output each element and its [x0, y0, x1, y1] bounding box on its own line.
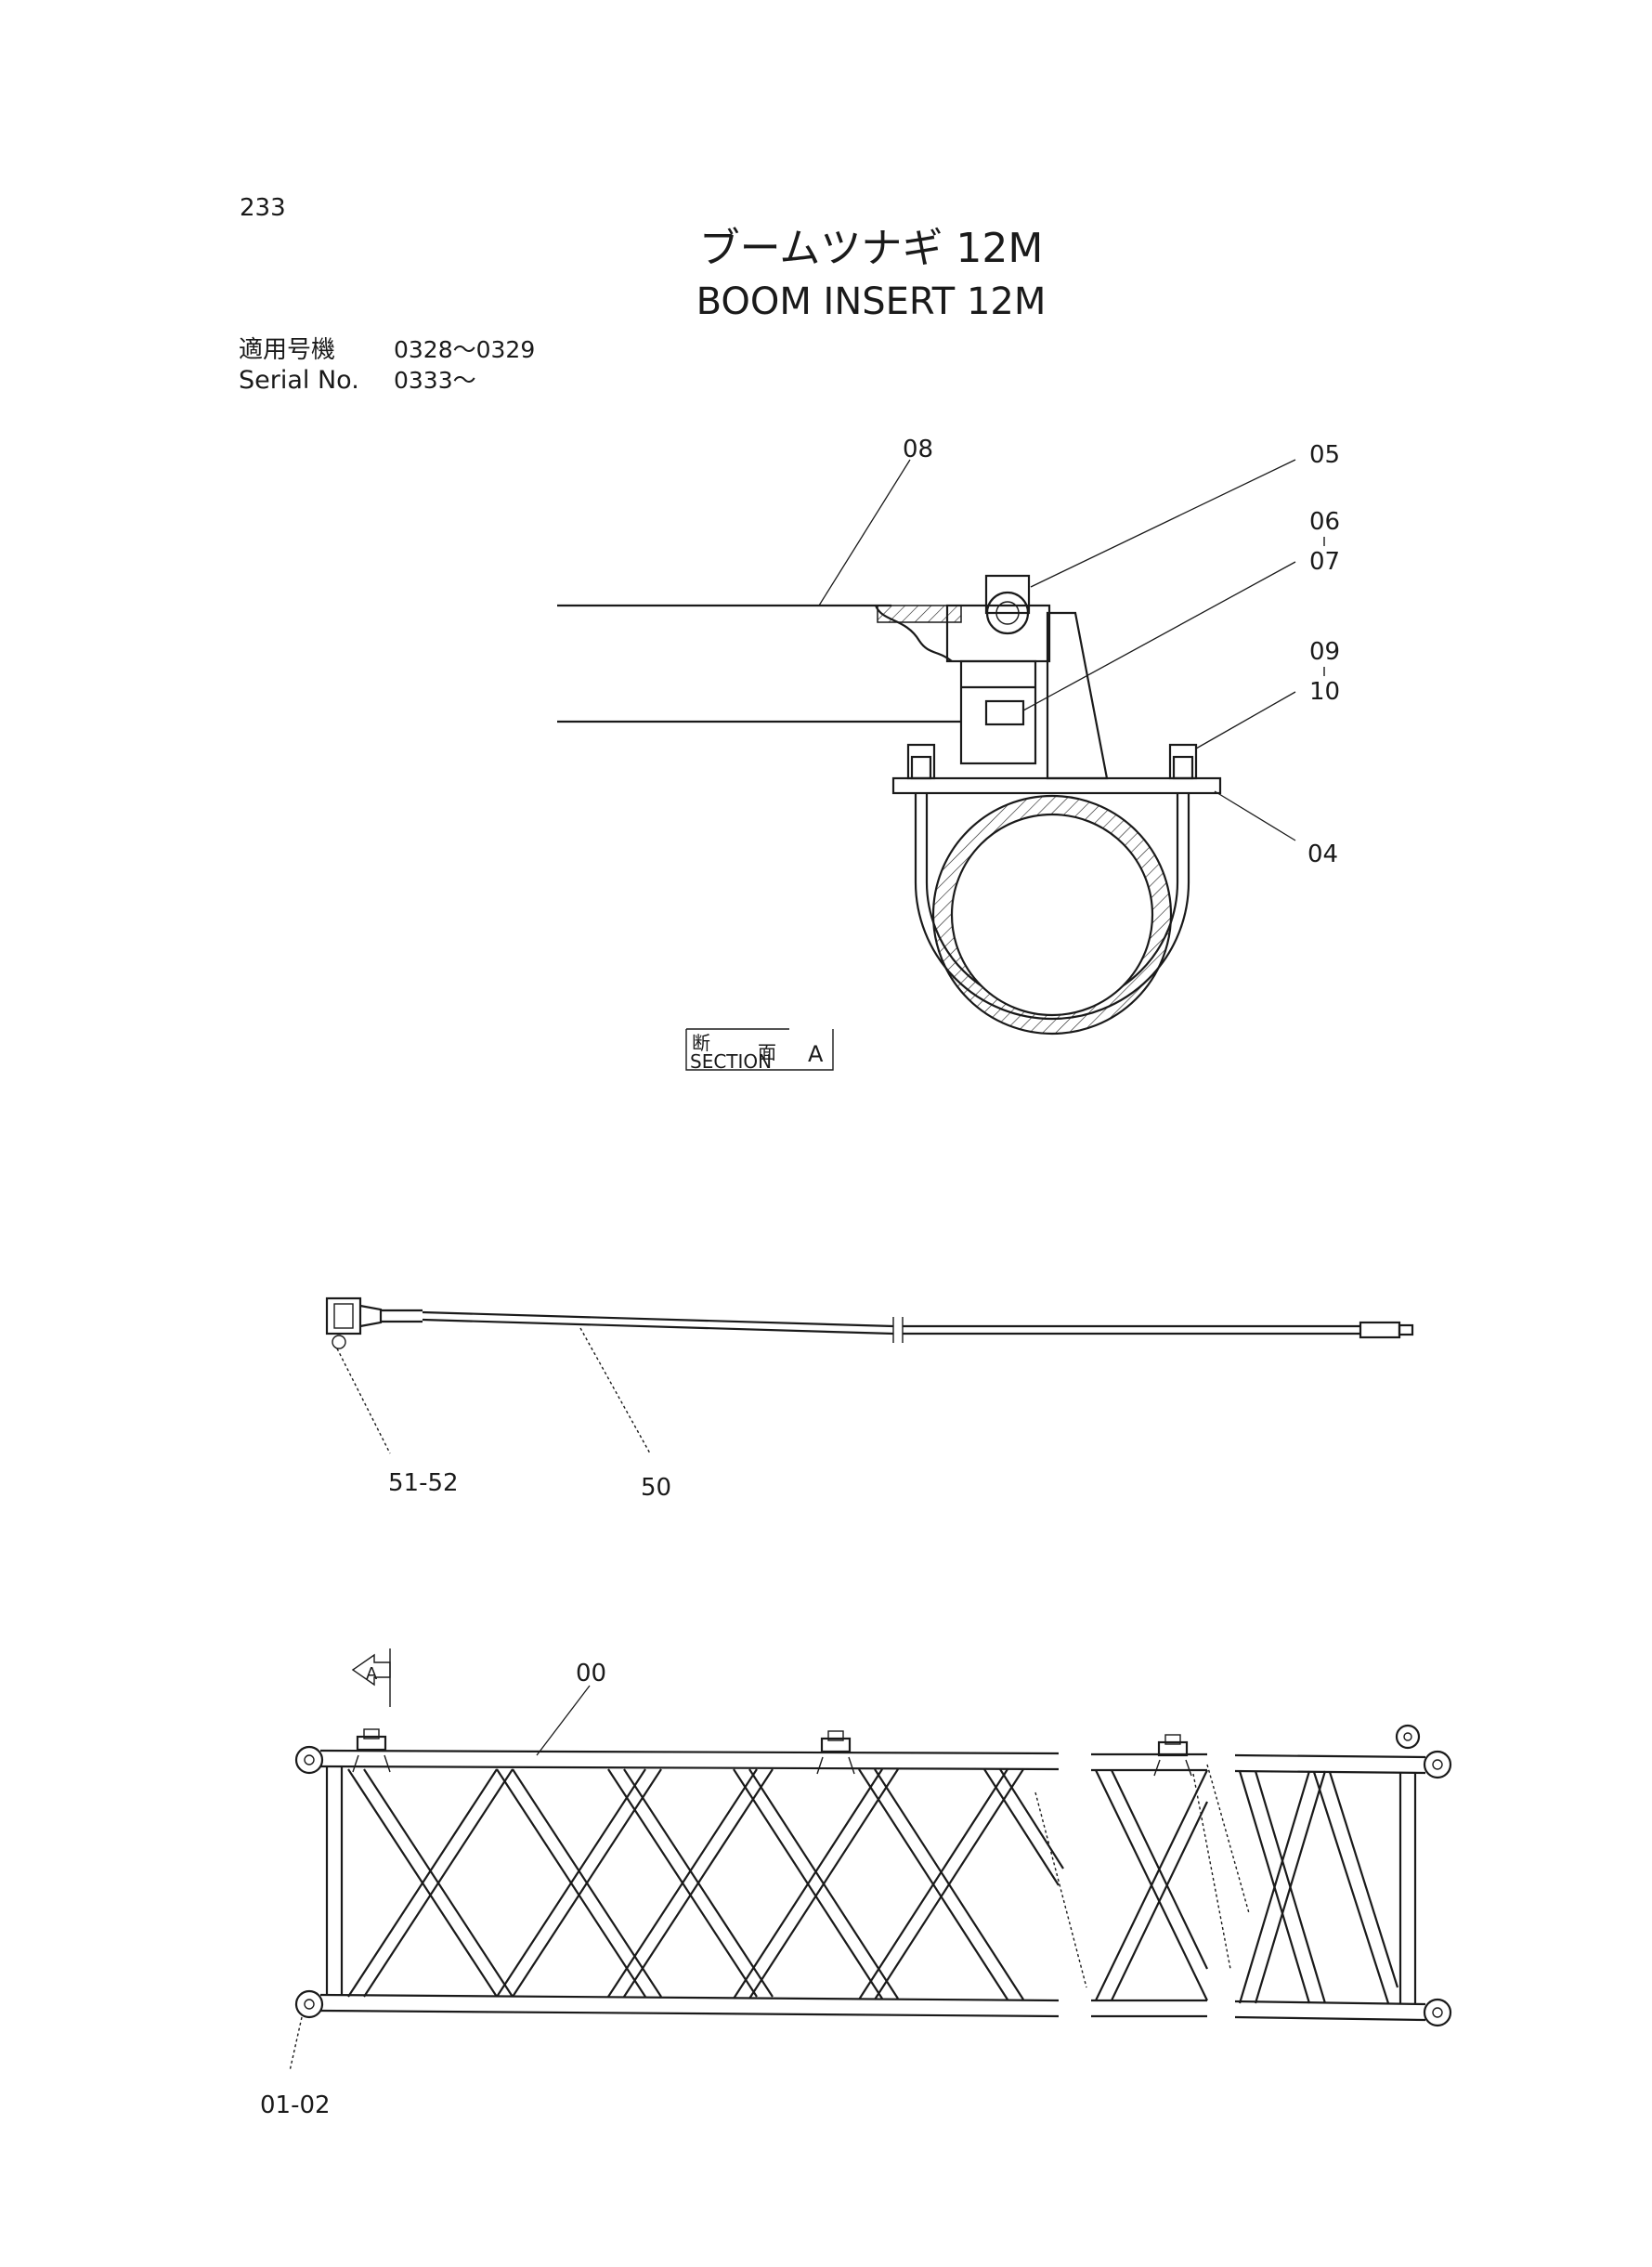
pendant-rod — [325, 1296, 1414, 1454]
callout-10: 10 — [1309, 678, 1340, 706]
callout-07: 07 — [1309, 548, 1340, 576]
view-arrow-letter: A — [366, 1664, 378, 1684]
section-tag-jp-left: 断 — [692, 1032, 710, 1054]
callout-05: 05 — [1309, 441, 1340, 469]
section-tag-letter: A — [808, 1041, 824, 1067]
view-arrow-a: A — [351, 1648, 391, 1707]
boom-lattice-side-view — [289, 1685, 1452, 2072]
serial-label-jp: 適用号機 — [239, 336, 335, 364]
pendant-brackets — [352, 1728, 1192, 1777]
callout-00: 00 — [576, 1660, 606, 1687]
serial-range-en: 0333～ — [394, 367, 476, 394]
section-tag-jp-right: 面 — [758, 1041, 776, 1063]
callout-50: 50 — [641, 1474, 671, 1502]
serial-range-jp: 0328～0329 — [394, 336, 535, 363]
callout-01-02: 01-02 — [260, 2091, 331, 2119]
title-english: BOOM INSERT 12M — [696, 280, 1047, 323]
callout-04: 04 — [1307, 840, 1338, 868]
callout-08: 08 — [903, 436, 933, 463]
callout-06: 06 — [1309, 508, 1340, 536]
page-number: 233 — [240, 194, 286, 222]
title-japanese: ブームツナギ 12M — [699, 225, 1044, 272]
section-a-tag: 断 面 SECTION A — [685, 1028, 834, 1073]
serial-label-en: Serial No. — [239, 366, 359, 395]
section-a-view — [557, 459, 1296, 1036]
section-tag-en: SECTION — [690, 1050, 772, 1073]
callout-09: 09 — [1309, 638, 1340, 666]
callout-51-52: 51-52 — [388, 1469, 459, 1497]
